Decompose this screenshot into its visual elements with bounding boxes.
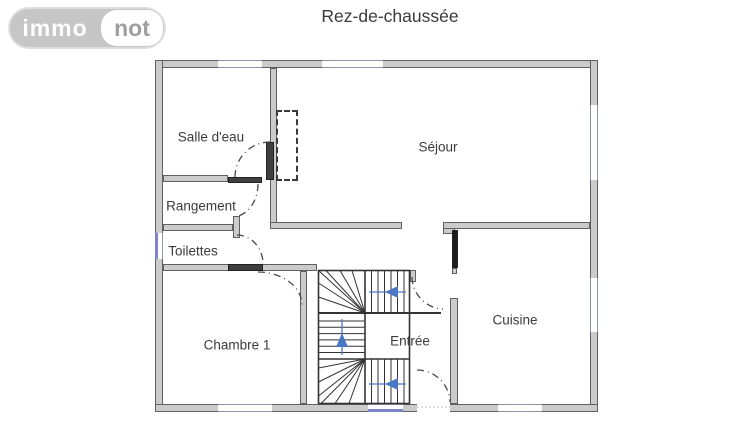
window-bottom-cuisine bbox=[498, 404, 542, 412]
door-arc-toilettes bbox=[236, 234, 264, 265]
door-arc-hallway-upper bbox=[237, 183, 259, 217]
door-stub-cuisine bbox=[452, 268, 457, 274]
room-label-salle-deau: Salle d'eau bbox=[177, 129, 245, 145]
room-label-rangement: Rangement bbox=[166, 198, 236, 214]
door-arc-salle-deau bbox=[234, 141, 271, 178]
stair-arrow-left-bottom-icon bbox=[369, 378, 406, 390]
window-top-2 bbox=[322, 60, 383, 68]
wall-sejour-south-left bbox=[270, 222, 402, 229]
window-right-sejour bbox=[590, 105, 598, 180]
window-left-toilettes bbox=[155, 233, 163, 259]
door-swing-arcs bbox=[234, 141, 451, 403]
entrance-door-opening bbox=[417, 404, 450, 412]
window-right-cuisine bbox=[590, 278, 598, 332]
door-arc-chambre bbox=[257, 271, 303, 306]
wall-chambre-east bbox=[300, 271, 307, 404]
stair-flight-top-treads bbox=[371, 271, 405, 313]
door-leaf-cuisine bbox=[452, 230, 458, 268]
logo-immo-text: immo bbox=[22, 14, 88, 41]
stair-flight-middle-treads bbox=[318, 320, 365, 353]
room-label-entree: Entrée bbox=[390, 333, 430, 349]
logo-not-text: not bbox=[101, 10, 163, 46]
room-label-cuisine: Cuisine bbox=[492, 312, 538, 328]
stair-winder-top-fan bbox=[318, 270, 366, 314]
door-leaf-salle-deau-east bbox=[266, 142, 274, 180]
door-leaf-salle-deau-south bbox=[228, 177, 262, 183]
room-label-chambre1: Chambre 1 bbox=[203, 337, 271, 353]
window-bottom-chambre bbox=[218, 404, 272, 412]
stair-winder-bottom-fan bbox=[318, 358, 366, 404]
wall-toilettes-north-jamb bbox=[233, 216, 240, 238]
window-bottom-stairs bbox=[368, 404, 403, 412]
wall-salle-deau-south bbox=[163, 175, 228, 182]
door-leaf-chambre bbox=[228, 264, 263, 271]
wall-toilettes-north bbox=[163, 224, 233, 231]
stair-flight-bottom-treads bbox=[371, 359, 405, 404]
stair-arrow-left-top-icon bbox=[369, 286, 406, 298]
wall-cuisine-west bbox=[450, 298, 458, 404]
room-label-toilettes: Toilettes bbox=[168, 243, 218, 259]
page-title: Rez-de-chaussée bbox=[321, 6, 459, 26]
room-label-sejour: Séjour bbox=[418, 139, 458, 155]
wall-sejour-south-right bbox=[443, 222, 590, 229]
dashed-door-pocket bbox=[276, 110, 298, 181]
wall-stair-jamb bbox=[410, 270, 416, 282]
door-arc-sejour-entree bbox=[411, 276, 444, 310]
stair-arrow-up-icon bbox=[336, 319, 348, 355]
immonot-logo: immo not bbox=[10, 9, 164, 47]
door-arc-entrance bbox=[416, 369, 451, 403]
window-top-1 bbox=[218, 60, 262, 68]
